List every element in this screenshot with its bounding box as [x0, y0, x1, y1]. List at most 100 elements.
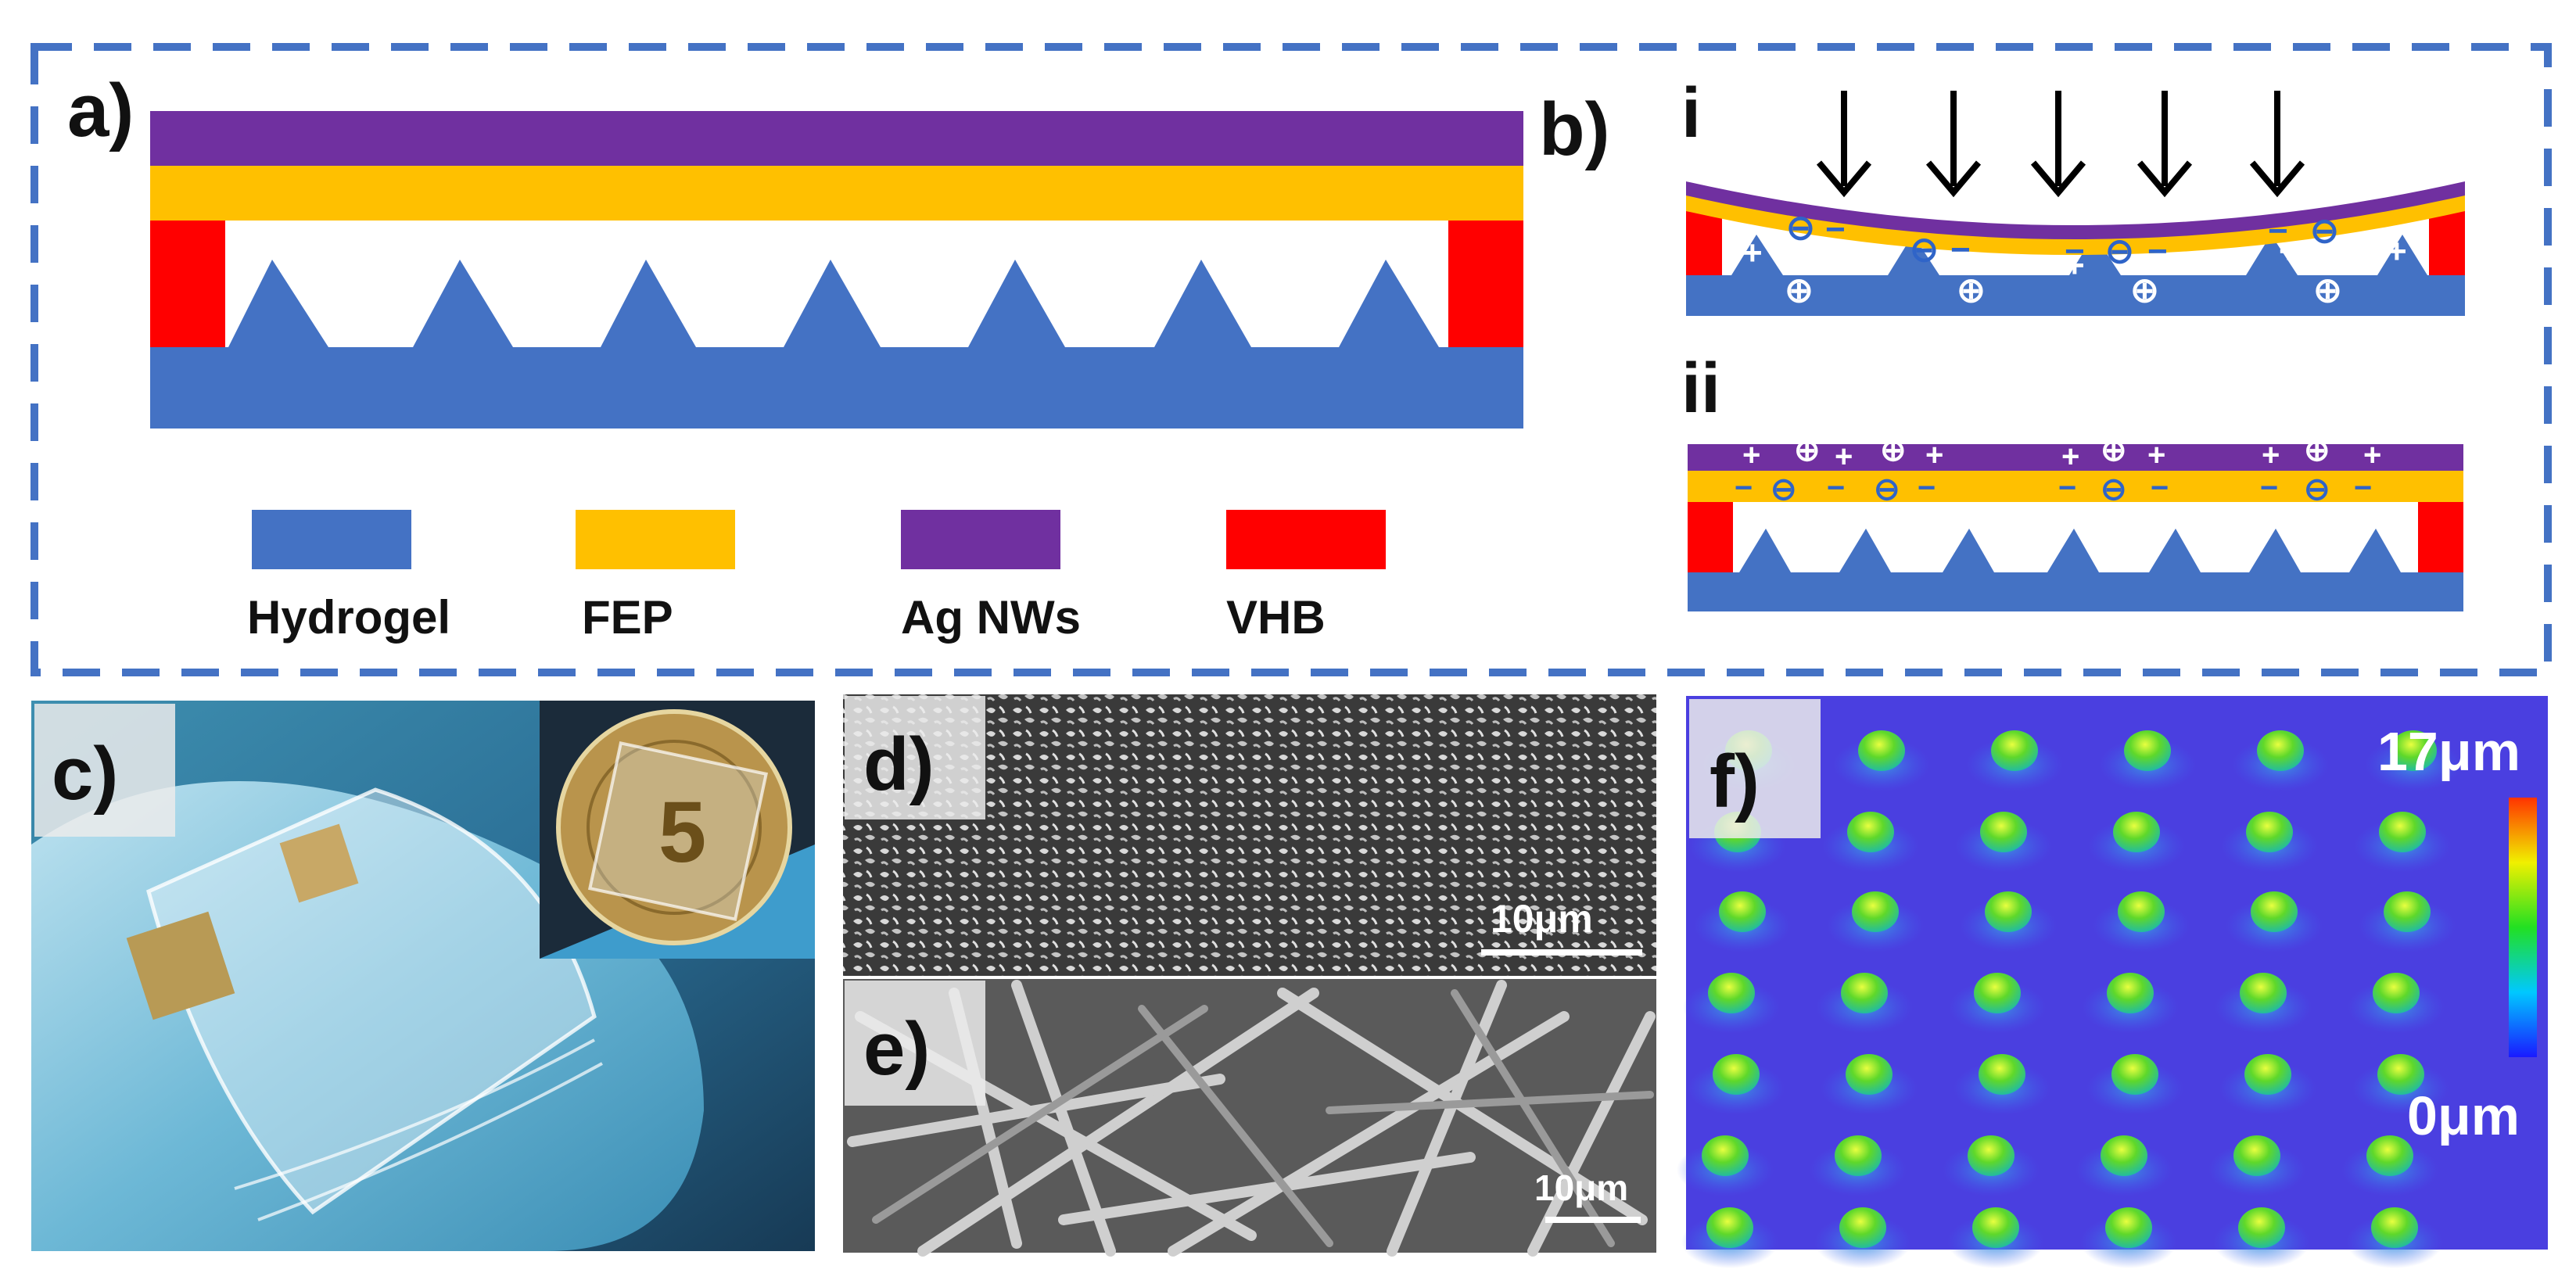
charge-symbol: +: [2387, 232, 2407, 271]
agnw-curved-i: [1686, 181, 2465, 239]
bump: [2384, 891, 2431, 932]
film-edge: [234, 1038, 603, 1221]
charge-symbol: ⊖: [2105, 232, 2134, 271]
panel-e-scale-text: 10μm: [1534, 1167, 1629, 1208]
bump: [2244, 1054, 2291, 1095]
panel-d-scale-bar: [1481, 949, 1642, 956]
bump: [1847, 812, 1894, 852]
colorbar-min-label: 0μm: [2407, 1085, 2520, 1146]
bump: [2238, 1207, 2285, 1248]
charge-symbol: +: [1835, 439, 1853, 474]
agnw-layer: [150, 111, 1523, 166]
charge-symbol: ⊕: [1785, 271, 1814, 310]
colorbar-max-label: 17μm: [2377, 721, 2520, 782]
vhb-spacer-left: [150, 221, 225, 347]
bump: [2113, 812, 2160, 852]
charge-symbol: −: [2058, 471, 2077, 505]
bump: [1835, 1135, 1882, 1176]
bump: [1979, 1054, 2025, 1095]
fep-layer: [150, 166, 1523, 221]
panel-d-label: d): [863, 723, 935, 806]
hydrogel-pyramids-ii: [1688, 529, 2463, 611]
dashed-frame: [30, 43, 2552, 676]
bump: [1968, 1135, 2015, 1176]
legend-label-vhb: VHB: [1226, 591, 1326, 644]
bump: [1839, 1207, 1886, 1248]
charge-symbol: +: [2262, 438, 2280, 472]
panel-b-label: b): [1539, 88, 1610, 171]
charge-symbol: −: [1827, 471, 1846, 505]
charge-symbol: ⊖: [2310, 212, 2339, 250]
charge-symbol: ⊕: [2130, 271, 2159, 310]
charge-symbol: +: [1961, 245, 1982, 283]
bump: [2257, 730, 2304, 771]
bump: [1702, 1135, 1749, 1176]
bump: [2233, 1135, 2280, 1176]
panel-a-diagram: [150, 111, 1523, 429]
bump: [2371, 1207, 2418, 1248]
panel-f-label: f): [1710, 740, 1760, 823]
legend-swatch-vhb: [1226, 510, 1386, 569]
charge-symbol: +: [2061, 439, 2080, 474]
bump-array: [1677, 730, 2462, 1268]
charge-symbol: +: [2279, 232, 2299, 271]
charge-symbol: +: [1855, 237, 1875, 275]
press-arrows: [1816, 91, 2305, 198]
panel-b-i-diagram: [1686, 91, 2465, 316]
charge-symbol: ⊖: [2304, 472, 2330, 507]
legend-swatches: [252, 510, 1386, 569]
legend-label-fep: FEP: [582, 591, 673, 644]
device-film: [146, 787, 597, 1215]
legend-swatch-fep: [576, 510, 735, 569]
bump: [1972, 1207, 2019, 1248]
panel-e-label-box: [845, 981, 985, 1106]
bump: [2379, 812, 2426, 852]
bump: [2246, 812, 2293, 852]
hydrogel-pyramids-i: [1686, 235, 2465, 275]
electrode-square-2: [279, 823, 359, 903]
legend-swatch-agnw: [901, 510, 1060, 569]
bump: [1846, 1054, 1893, 1095]
bump: [2107, 973, 2154, 1013]
panel-c-label: c): [52, 732, 119, 816]
charge-symbol: ⊖: [1771, 472, 1797, 507]
panel-d-label-box: [845, 696, 985, 819]
panel-c-photo: [31, 701, 815, 1251]
bump: [2101, 1135, 2147, 1176]
bump: [1719, 891, 1766, 932]
legend-label-hydrogel: Hydrogel: [247, 591, 451, 644]
bump: [2373, 973, 2420, 1013]
charge-symbol: ⊖: [1786, 209, 1815, 247]
charge-symbol: −: [2260, 471, 2279, 505]
panel-b-sub-i: i: [1681, 74, 1702, 152]
bump: [2390, 730, 2437, 771]
panel-a-label: a): [67, 69, 135, 152]
legend-label-agnw: Ag NWs: [901, 591, 1081, 644]
charge-symbol: +: [2363, 438, 2382, 472]
panel-e-label: e): [863, 1007, 931, 1091]
vhb-left-ii: [1688, 502, 1733, 572]
charge-symbol: +: [1925, 438, 1944, 472]
panel-c-label-box: [34, 704, 175, 837]
bump: [2366, 1135, 2413, 1176]
panel-b-sub-ii: ii: [1681, 350, 1721, 428]
charge-symbol: −: [2065, 232, 2085, 271]
charge-symbol: −: [2268, 212, 2288, 250]
bump: [1713, 1054, 1760, 1095]
charge-symbol: −: [2354, 471, 2373, 505]
charge-symbol: −: [1825, 210, 1846, 249]
coin-inner: [587, 740, 762, 915]
vhb-right-i: [2429, 211, 2465, 275]
coin-film: [587, 740, 769, 922]
charge-symbol: ⊖: [1874, 472, 1900, 507]
charge-symbol: −: [2151, 471, 2169, 505]
bump: [2377, 1054, 2424, 1095]
charge-symbol: +: [2065, 246, 2085, 285]
hydrogel-pyramids: [150, 260, 1523, 429]
bump: [1991, 730, 2038, 771]
bump: [1985, 891, 2032, 932]
charge-symbol: ⊕: [2101, 433, 2127, 468]
panel-b-ii-diagram: [1688, 444, 2463, 611]
agnw-layer-ii: [1688, 444, 2463, 471]
